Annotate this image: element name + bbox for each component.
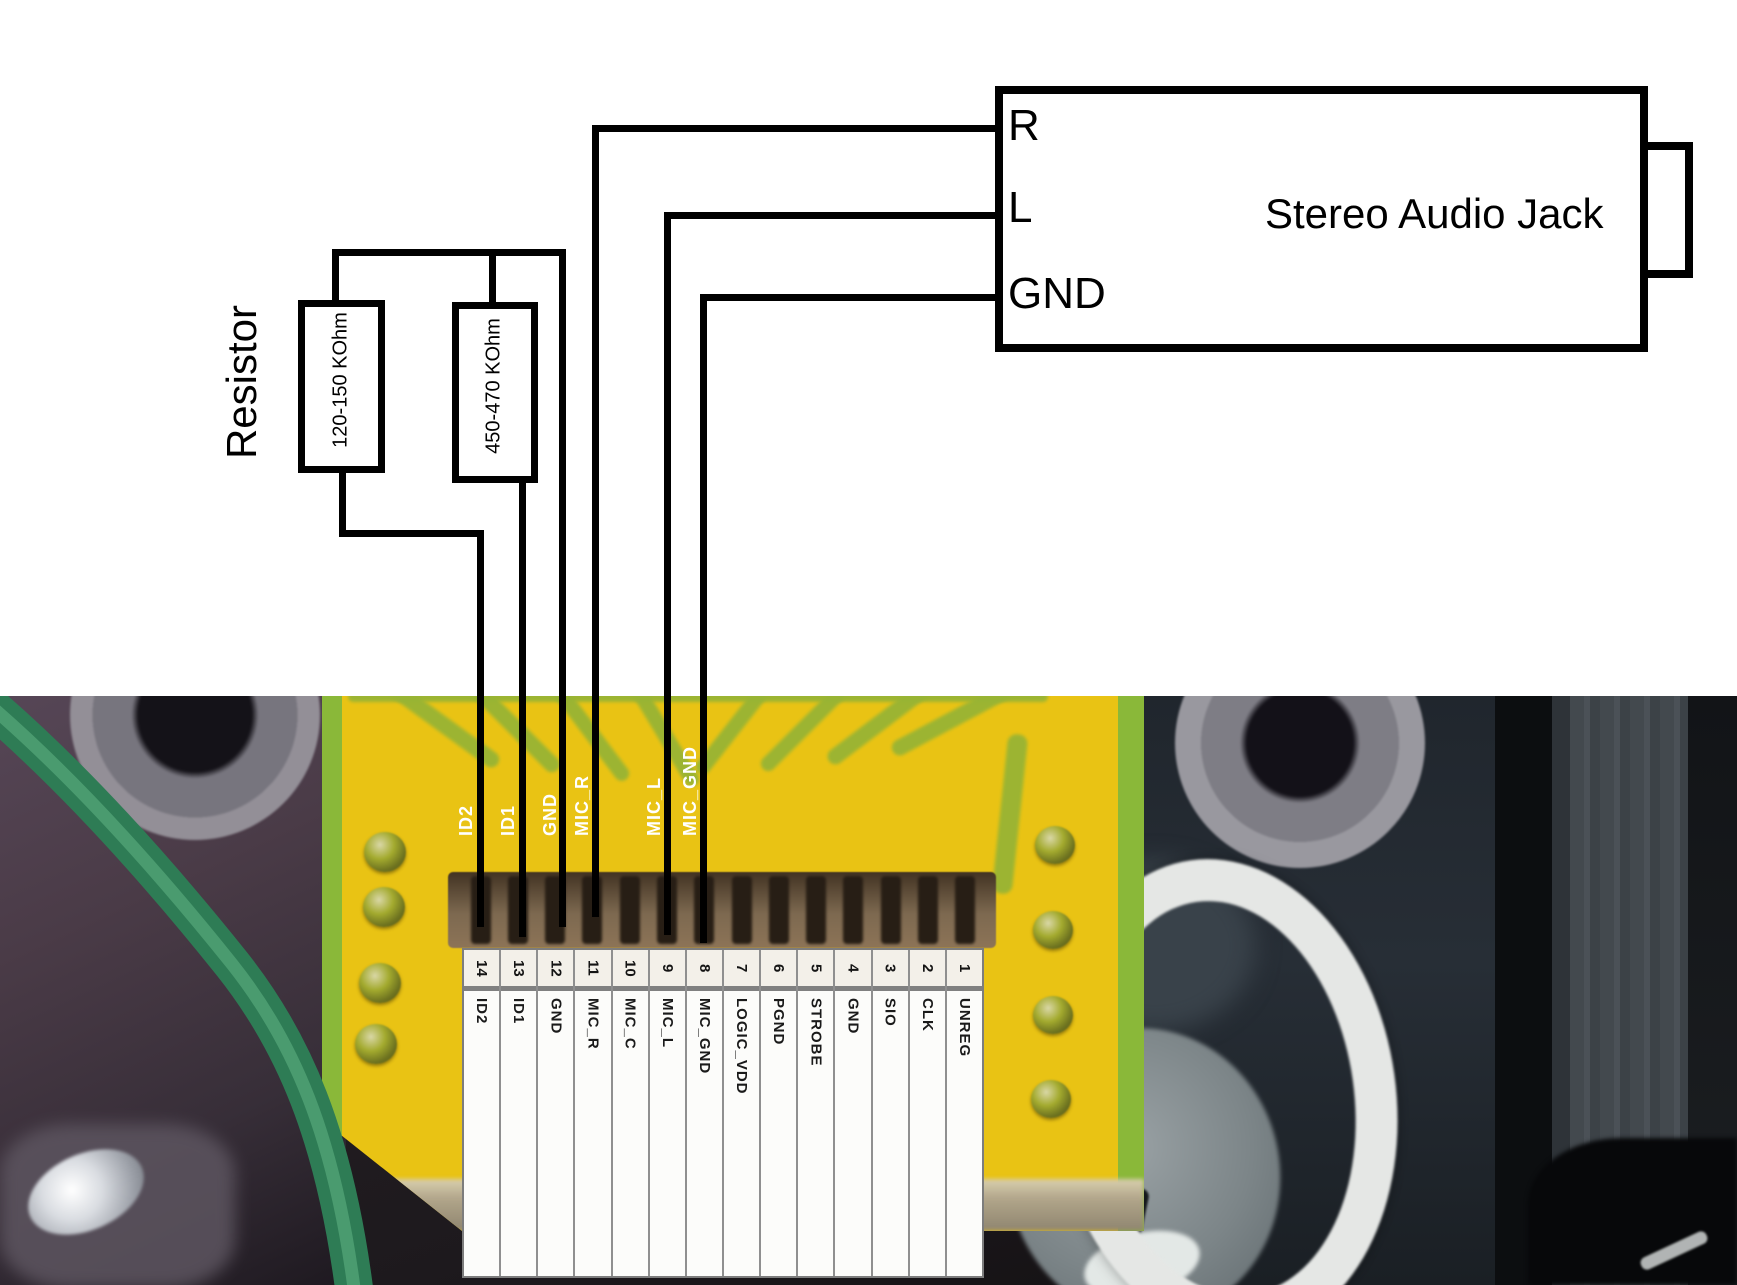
pin-number: 8 <box>686 950 722 991</box>
stereo-jack-sleeve-notch <box>1648 142 1693 278</box>
pin-number: 10 <box>612 950 648 991</box>
pin-name: ID1 <box>501 991 537 1276</box>
case-corner-shadow <box>1528 1138 1737 1285</box>
pin-number: 6 <box>761 950 797 991</box>
pin-name: GND <box>538 991 574 1276</box>
resistor-bus-horizontal <box>332 249 566 256</box>
pin-number: 5 <box>798 950 834 991</box>
pin-number: 9 <box>649 950 685 991</box>
wire-gnd-pin12-vertical <box>559 249 566 927</box>
connector-pin <box>806 876 827 944</box>
wire-id1-vertical <box>519 478 526 937</box>
wire-label-id1: ID1 <box>498 804 518 836</box>
stereo-jack-box <box>995 86 1648 352</box>
solder-pad <box>1033 996 1073 1034</box>
pin-number: 2 <box>909 950 945 991</box>
pin-name: STROBE <box>798 991 834 1276</box>
jack-pin-r-label: R <box>1008 101 1040 150</box>
wire-r-vertical <box>592 125 599 917</box>
wire-r-horizontal <box>595 125 1003 132</box>
wire-id2-vertical <box>477 530 484 927</box>
pin-number: 14 <box>464 950 500 991</box>
solder-pad <box>363 887 405 927</box>
connector-pin <box>880 876 901 944</box>
pin-name: MIC_R <box>575 991 611 1276</box>
connector-pin <box>768 876 789 944</box>
solder-pad <box>1035 826 1075 864</box>
wire-label-id2: ID2 <box>456 804 476 836</box>
pin-name: GND <box>835 991 871 1276</box>
wire-label-gnd: GND <box>540 793 560 836</box>
resistor1-box <box>298 300 385 473</box>
resistor2-value-label: 450-470 KOhm <box>482 318 505 454</box>
resistor-section-label: Resistor <box>218 304 265 460</box>
connector-pin <box>619 876 640 944</box>
resistor2-top-stub <box>489 249 496 306</box>
pin-number: 13 <box>501 950 537 991</box>
wire-l-horizontal <box>667 212 1003 219</box>
pin-name: UNREG <box>946 991 982 1276</box>
solder-pad <box>364 832 406 872</box>
wire-gnd-vertical <box>700 294 707 943</box>
pin-number: 12 <box>538 950 574 991</box>
pin-name: MIC_GND <box>686 991 722 1276</box>
solder-pad <box>1031 1080 1071 1118</box>
green-wire-photo <box>0 696 373 1285</box>
pcb-right-edge <box>1118 696 1144 1231</box>
pin-name: PGND <box>761 991 797 1276</box>
jack-pin-l-label: L <box>1008 183 1033 232</box>
resistor1-value-label: 120-150 KOhm <box>329 312 352 448</box>
pin-name: MIC_C <box>612 991 648 1276</box>
pin-name: LOGIC_VDD <box>723 991 760 1276</box>
wire-label-mic-gnd: MIC_GND <box>680 745 700 836</box>
connector-pin <box>955 876 976 944</box>
resistor1-top-stub <box>332 249 339 304</box>
resistor1-bottom-stub <box>339 470 346 537</box>
pin-number: 7 <box>723 950 760 991</box>
connector-pin <box>843 876 864 944</box>
wire-id2-horizontal <box>339 530 484 537</box>
jack-pin-gnd-label: GND <box>1008 269 1106 318</box>
pin-name: MIC_L <box>649 991 685 1276</box>
resistor2-box <box>452 302 538 483</box>
case-edge-band-mid <box>1552 696 1570 1285</box>
solder-pad <box>1033 911 1073 949</box>
pin-number: 3 <box>872 950 908 991</box>
connector-pin <box>731 876 752 944</box>
pin-name: ID2 <box>464 991 500 1276</box>
stereo-jack-title: Stereo Audio Jack <box>1265 190 1604 237</box>
connector-pin <box>918 876 939 944</box>
wire-l-vertical <box>664 212 671 935</box>
pin-name: SIO <box>872 991 908 1276</box>
pin-number: 4 <box>835 950 871 991</box>
pin-number: 1 <box>946 950 982 991</box>
solder-pad <box>359 963 401 1003</box>
wire-label-mic-l: MIC_L <box>644 777 664 836</box>
pcb-trace <box>348 696 1048 702</box>
wire-gnd-horizontal <box>703 294 1003 301</box>
wire-label-mic-r: MIC_R <box>572 774 592 836</box>
pin-name: CLK <box>909 991 945 1276</box>
solder-pad <box>355 1024 397 1064</box>
pin-number: 11 <box>575 950 611 991</box>
